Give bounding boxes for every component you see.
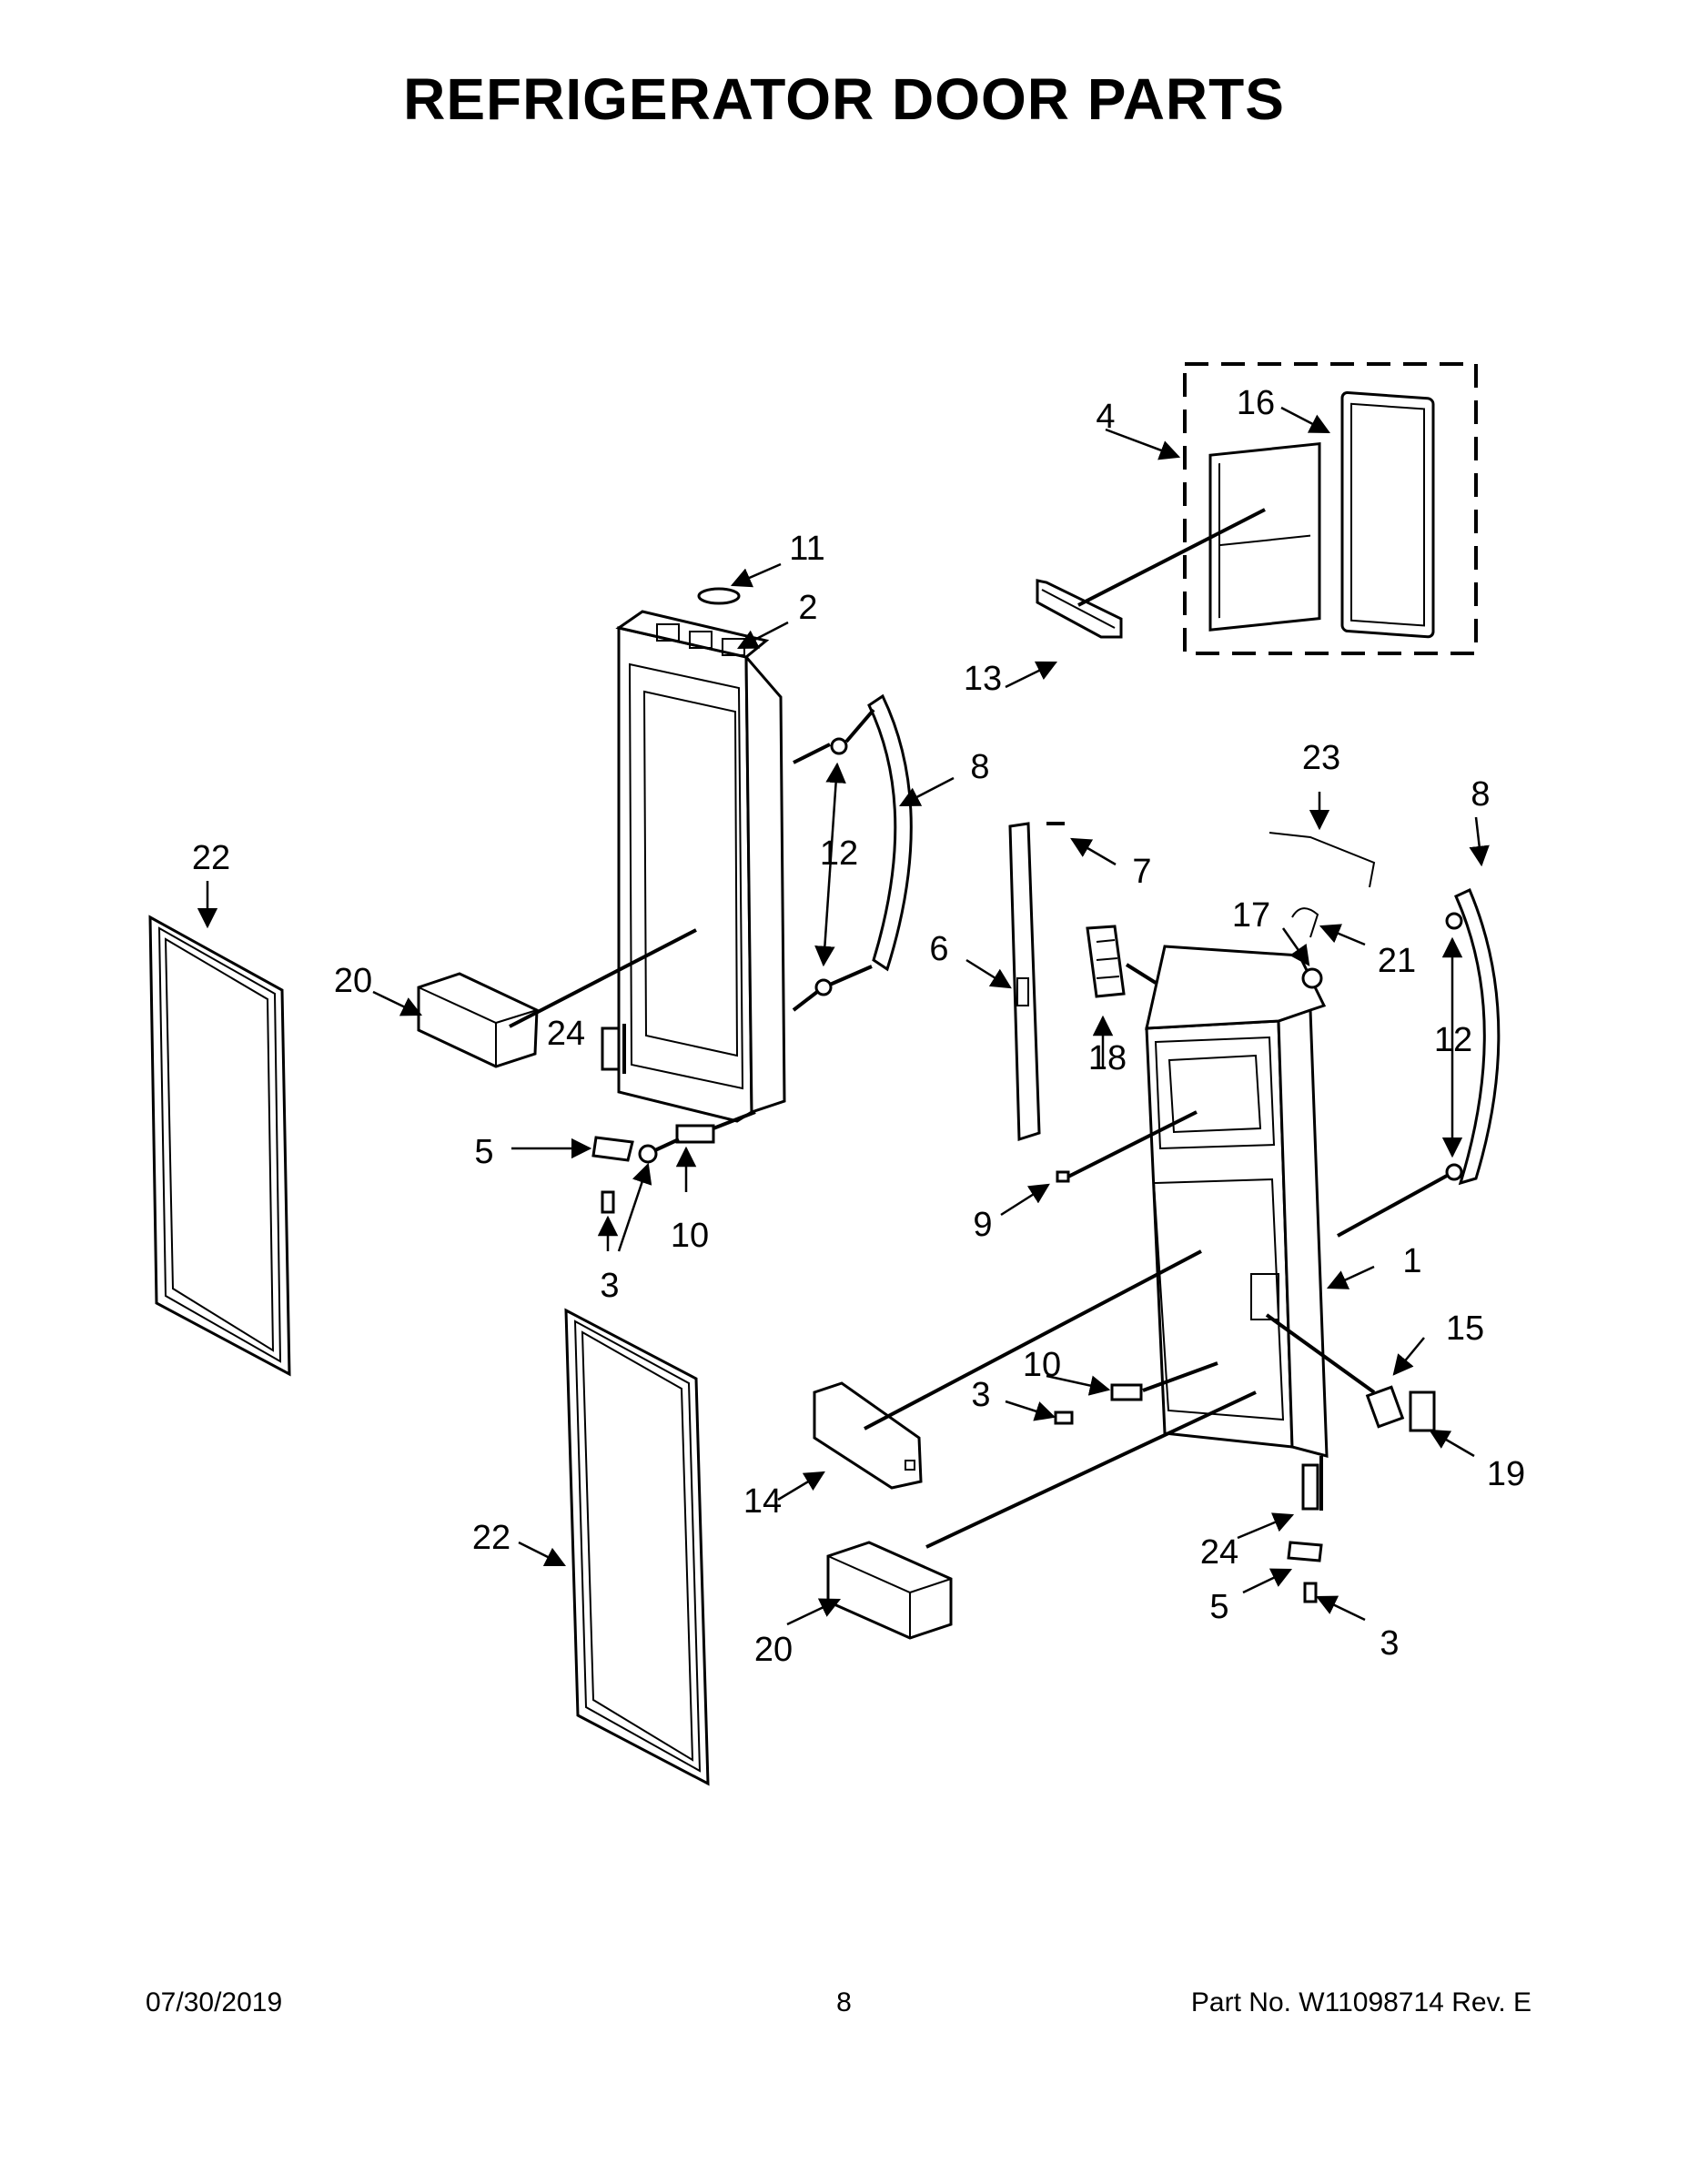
leader-9: [1064, 1110, 1198, 1180]
part-16-gasket: [1340, 391, 1435, 639]
part-3-screw-left-b: [638, 1144, 658, 1164]
part-19: [1409, 1390, 1436, 1432]
callout-14: 14: [743, 1482, 782, 1521]
part-22-gasket-left: [148, 915, 291, 1377]
part-3-screw-right: [1303, 1582, 1318, 1603]
part-15: [1365, 1385, 1405, 1429]
part-20-bin-lower: [826, 1541, 953, 1640]
part-12-screw-a: [830, 737, 848, 755]
callout-19: 19: [1487, 1455, 1525, 1493]
callout-17: 17: [1232, 896, 1270, 935]
page-title: REFRIGERATOR DOOR PARTS: [403, 66, 1285, 132]
callout-1: 1: [1402, 1242, 1421, 1280]
callout-13: 13: [964, 660, 1002, 698]
callout-arrows: [197, 406, 1490, 1626]
footer-part-number: Part No. W11098714 Rev. E: [1190, 1987, 1531, 2017]
part-3-screw-left: [601, 1190, 615, 1214]
callout-2: 2: [798, 589, 817, 627]
callout-10-left: 10: [671, 1217, 709, 1255]
callout-7: 7: [1132, 853, 1151, 891]
kit-dashed-box: [1183, 362, 1478, 655]
callout-5-right: 5: [1209, 1588, 1228, 1626]
callout-12-right: 12: [1434, 1021, 1472, 1059]
part-9: [1056, 1170, 1070, 1183]
part-2-left-door: [615, 610, 786, 1123]
part-18-control-board: [1086, 925, 1126, 998]
callout-12-left: 12: [820, 834, 858, 873]
callout-3-right: 3: [1380, 1624, 1399, 1663]
part-17-fitting: [1301, 967, 1323, 989]
part-12-screw-d: [1445, 1163, 1463, 1181]
callout-24-left: 24: [547, 1015, 585, 1053]
part-10-stop-right: [1110, 1383, 1143, 1401]
callout-18: 18: [1088, 1039, 1127, 1077]
callout-20-left: 20: [334, 962, 372, 1000]
callout-8-left: 8: [970, 748, 989, 786]
part-11: [697, 587, 741, 605]
callout-5-left: 5: [474, 1133, 493, 1171]
part-21-hose: [1291, 907, 1319, 938]
footer-page-number: 8: [836, 1987, 852, 2017]
callout-labels: 11 2 8 12 22 20 24 5 10 3 22 4 16 13 7 6…: [192, 384, 1525, 1669]
part-13-bin: [1036, 579, 1123, 639]
footer-date: 07/30/2019: [146, 1987, 283, 2017]
part-8-handle-right: [1454, 887, 1501, 1186]
callout-4: 4: [1096, 398, 1115, 436]
part-24-hinge-right: [1301, 1463, 1319, 1511]
leader-20-door: [509, 928, 697, 1028]
callout-22-lower: 22: [472, 1519, 510, 1557]
part-8-handle-left: [867, 693, 913, 972]
part-6-rail: [1008, 822, 1041, 1142]
part-1-right-door: [1145, 945, 1329, 1458]
part-3-screw-mid: [1054, 1410, 1074, 1425]
part-20-bin-left: [417, 972, 539, 1068]
callout-3-left: 3: [600, 1267, 619, 1305]
part-5-hinge-plate-right: [1287, 1541, 1323, 1562]
part-14-door-bin: [813, 1381, 923, 1490]
part-22-gasket-lower: [564, 1308, 710, 1786]
callout-6: 6: [929, 930, 948, 968]
callout-8-right: 8: [1471, 775, 1490, 814]
part-24-hinge-left: [601, 1026, 621, 1071]
callout-16: 16: [1237, 384, 1275, 422]
callout-3-mid: 3: [971, 1376, 990, 1414]
callout-20-lower: 20: [754, 1631, 793, 1669]
part-5-hinge-plate-left: [591, 1136, 634, 1162]
callout-15: 15: [1446, 1309, 1484, 1348]
part-4-bin-panel: [1208, 441, 1321, 632]
callout-22-upper: 22: [192, 839, 230, 877]
callout-10-right: 10: [1023, 1346, 1061, 1384]
callout-21: 21: [1378, 942, 1416, 980]
part-12-screw-c: [1445, 912, 1463, 930]
part-12-screw-b: [814, 978, 833, 996]
callout-23: 23: [1302, 739, 1340, 777]
part-23-tube: [1269, 832, 1376, 888]
part-10-stop-left: [675, 1124, 715, 1144]
callout-24-right: 24: [1200, 1533, 1238, 1572]
callout-9: 9: [973, 1206, 992, 1244]
leader-13-4: [1077, 508, 1266, 607]
callout-11: 11: [789, 530, 824, 568]
